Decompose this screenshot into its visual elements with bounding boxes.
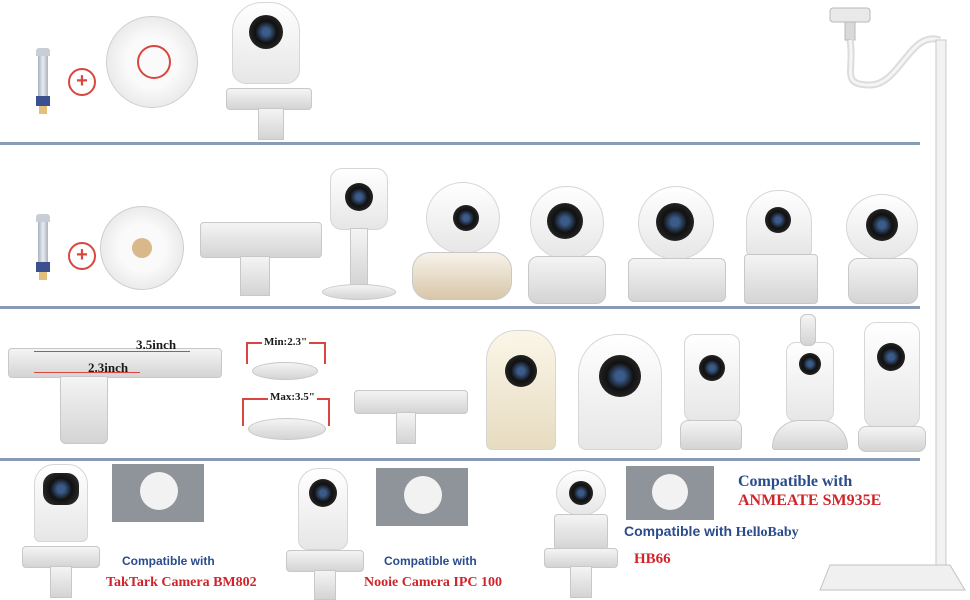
mount-disc (100, 206, 184, 290)
mount-icon (848, 258, 918, 304)
caption-taktark-model: TakTark Camera BM802 (106, 575, 257, 590)
mount-icon (200, 222, 322, 258)
caption-nooie-model: Nooie Camera IPC 100 (364, 575, 503, 590)
width-label-35: 3.5inch (136, 337, 177, 352)
caption-hellobaby-prefix-text: Compatible with (624, 523, 733, 539)
mount-disc (106, 16, 198, 108)
mount-icon (528, 256, 606, 304)
mount-icon (354, 390, 468, 414)
gooseneck-stand-icon (819, 7, 966, 591)
mount-icon (544, 548, 618, 568)
mount-icon (858, 426, 926, 452)
mount-icon (60, 376, 108, 444)
caption-taktark-prefix: Compatible with (122, 554, 215, 568)
plus-icon: + (68, 242, 96, 270)
mount-disc (248, 418, 326, 440)
camera-icon (426, 182, 500, 254)
camera-icon (556, 470, 606, 516)
mount-icon (50, 566, 72, 598)
mount-icon (314, 570, 336, 600)
mount-icon (772, 420, 848, 450)
mount-icon (396, 412, 416, 444)
camera-icon (486, 330, 556, 450)
caption-hellobaby-prefix: Compatible with HelloBaby (624, 523, 799, 541)
caption-anmeate-prefix: Compatible with (738, 473, 853, 490)
camera-icon (746, 190, 812, 256)
camera-icon (578, 334, 662, 450)
mount-icon (554, 514, 608, 550)
camera-icon (864, 322, 920, 428)
mount-disc (252, 362, 318, 380)
camera-icon (846, 194, 918, 260)
mount-icon (22, 546, 100, 568)
camera-icon (684, 334, 740, 422)
row-divider-1 (0, 142, 920, 145)
row-divider-2 (0, 306, 920, 309)
caption-nooie-prefix: Compatible with (384, 554, 477, 568)
mount-icon (286, 550, 364, 572)
mount-icon (412, 252, 512, 300)
mount-icon (240, 256, 270, 296)
camera-icon (330, 168, 388, 230)
mount-icon (350, 228, 368, 286)
screw-icon (36, 214, 50, 280)
mount-icon (570, 566, 592, 598)
caption-anmeate-model: ANMEATE SM935E (738, 492, 882, 509)
camera-icon (786, 342, 834, 422)
row-divider-3 (0, 458, 920, 461)
mount-icon (226, 88, 312, 110)
plus-icon: + (68, 68, 96, 96)
mount-icon (8, 348, 222, 378)
width-label-23: 2.3inch (88, 360, 129, 375)
min-label: Min:2.3" (262, 336, 310, 348)
camera-icon (34, 464, 88, 542)
max-label: Max:3.5" (268, 391, 317, 403)
mount-plate-photo (626, 466, 714, 520)
mount-icon (258, 108, 284, 140)
camera-icon (530, 186, 604, 260)
mount-plate-photo (376, 468, 468, 526)
camera-icon (638, 186, 714, 260)
camera-icon (232, 2, 300, 84)
mount-icon (628, 258, 726, 302)
width-arrow (34, 351, 190, 352)
mount-icon (322, 284, 396, 300)
caption-hellobaby-model: HB66 (634, 551, 671, 567)
mount-icon (744, 254, 818, 304)
mount-icon (800, 314, 816, 346)
mount-icon (680, 420, 742, 450)
screw-icon (36, 48, 50, 114)
caption-hellobaby-brand: HelloBaby (735, 525, 799, 540)
camera-icon (298, 468, 348, 550)
mount-plate-photo (112, 464, 204, 522)
width-arrow (34, 372, 140, 373)
